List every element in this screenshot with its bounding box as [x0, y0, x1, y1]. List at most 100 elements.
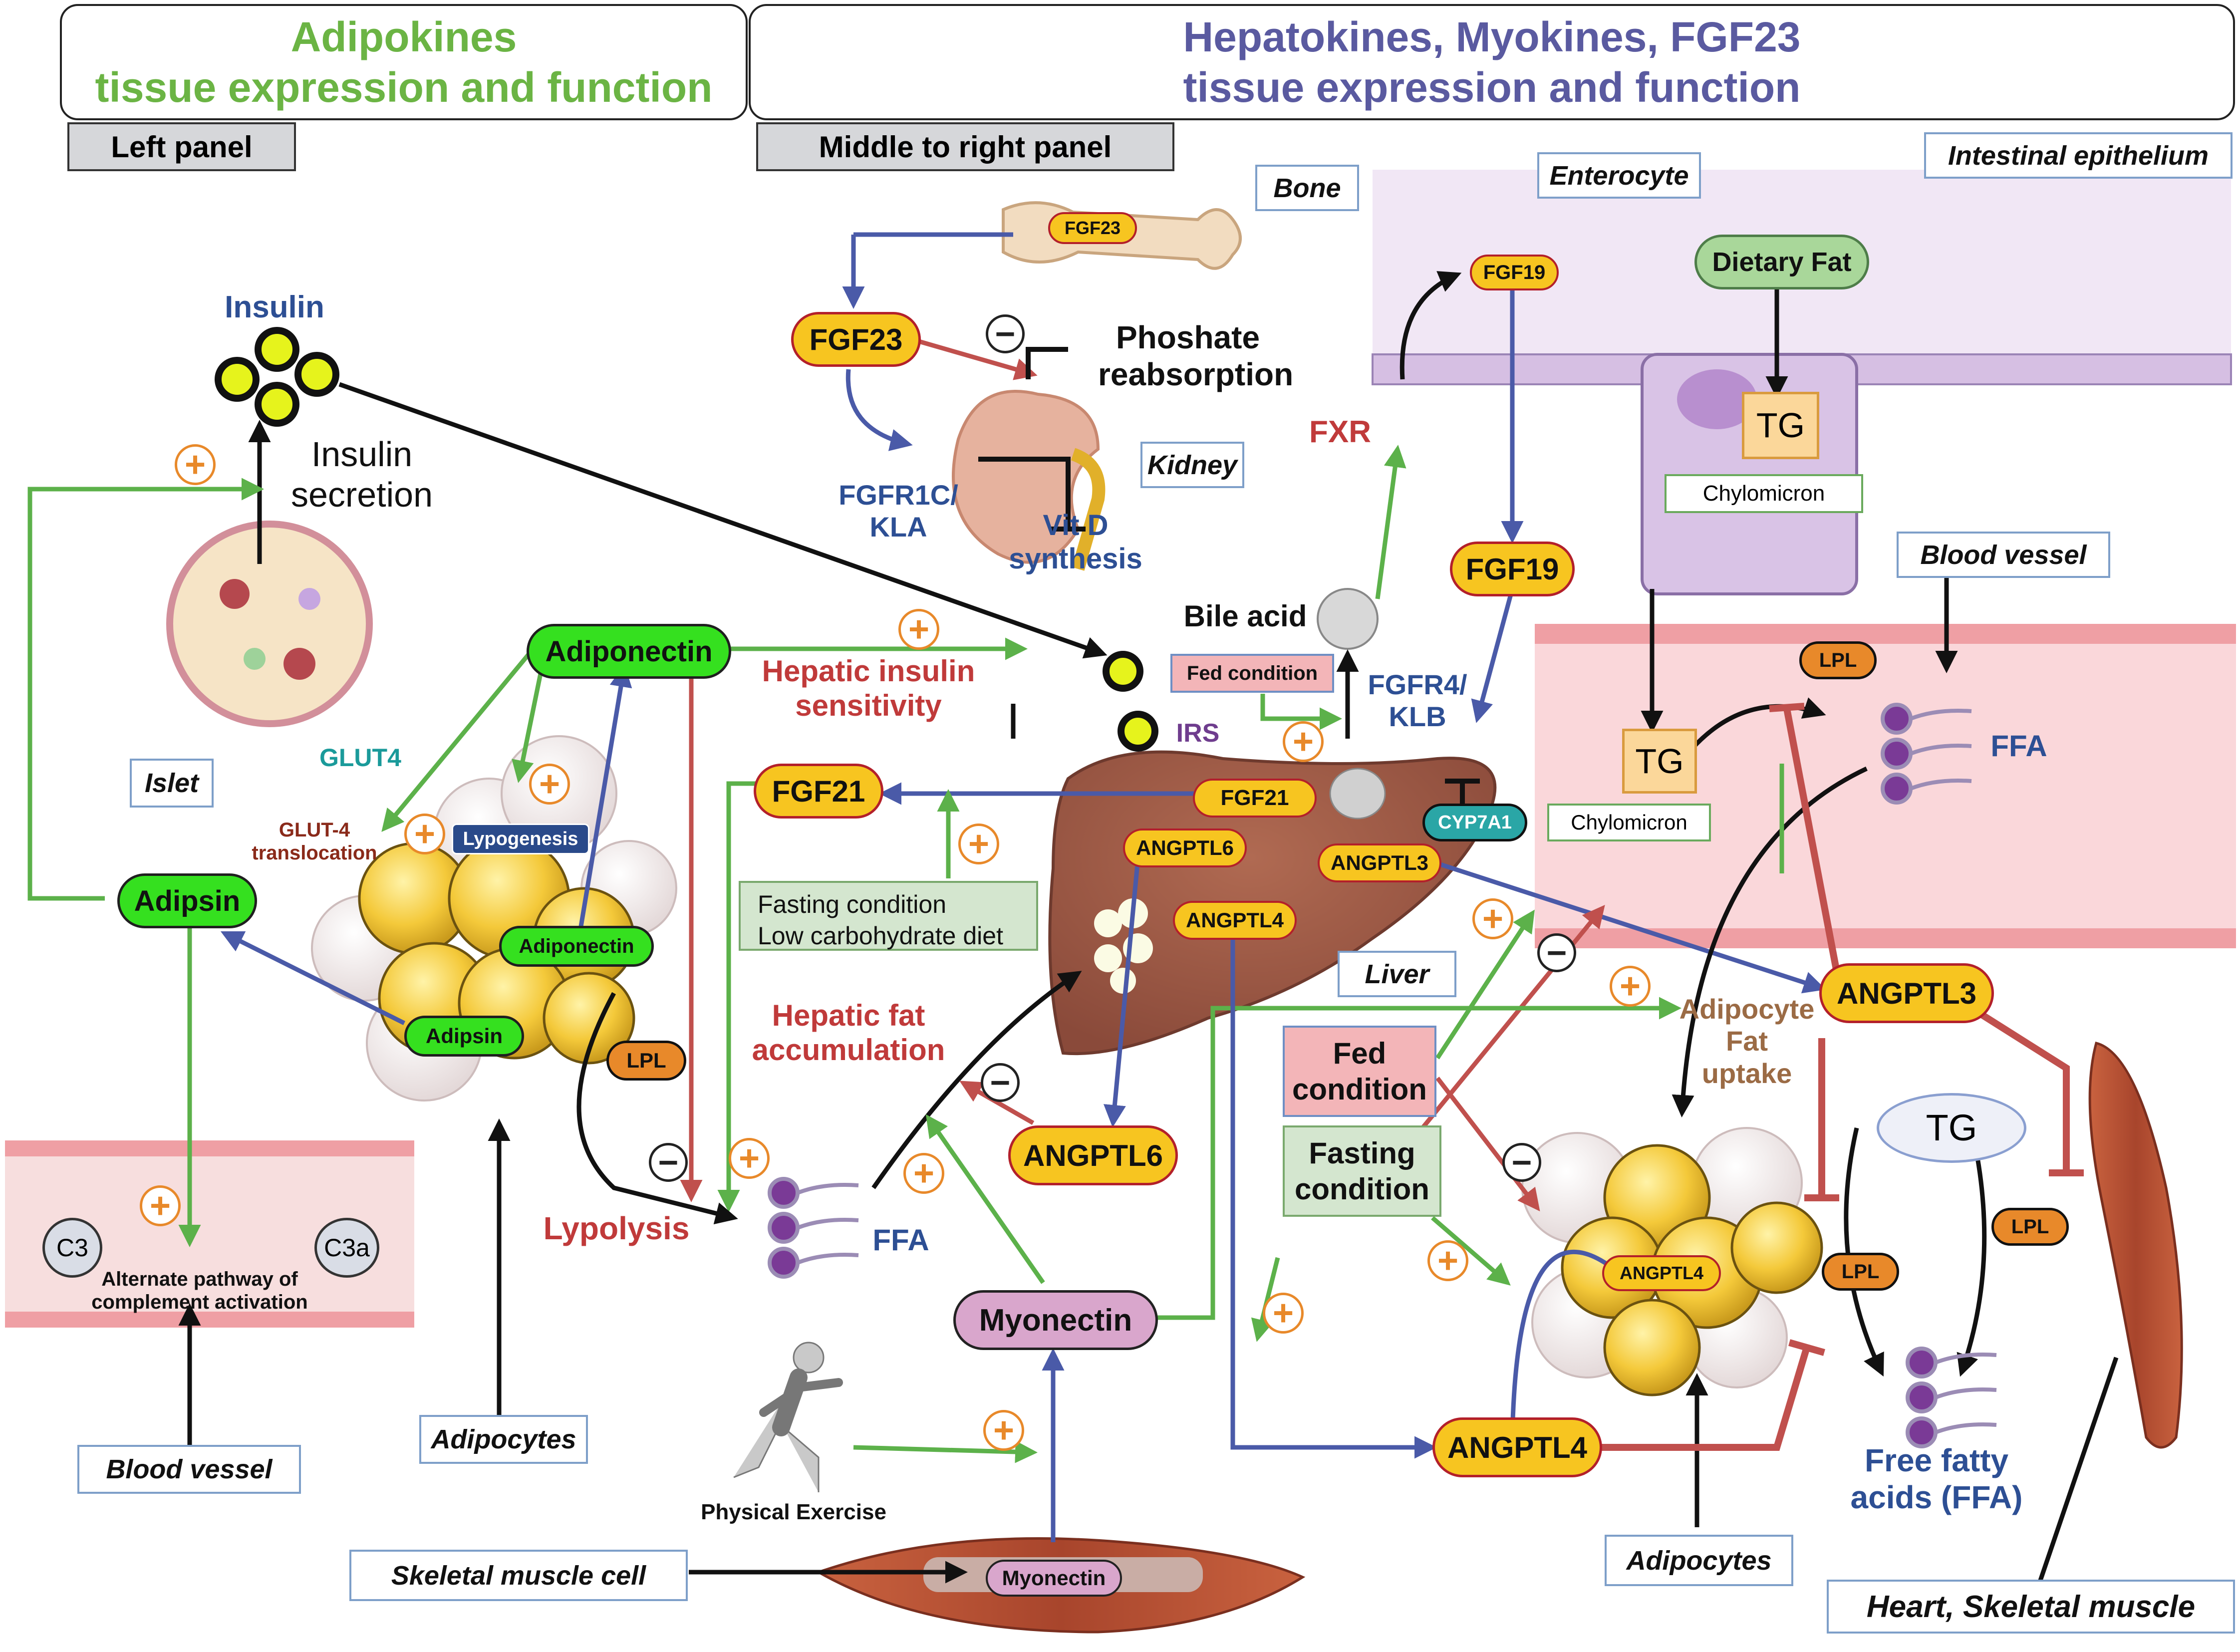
blood-vessel-left-bottom	[5, 1312, 414, 1328]
chylomicron-vessel-box: Chylomicron	[1547, 804, 1711, 841]
plus-sign: +	[1472, 898, 1513, 939]
intestinal-epithelium-label: Intestinal epithelium	[1924, 132, 2233, 179]
minus-sign: −	[1537, 933, 1576, 972]
plus-sign: +	[1263, 1293, 1304, 1334]
islet-shape	[166, 521, 373, 727]
hepatic-insulin-label: Hepatic insulin sensitivity	[739, 654, 998, 723]
c3-node: C3	[42, 1218, 102, 1278]
lypogenesis-badge: Lypogenesis	[452, 824, 589, 854]
insulin-secretion-label: Insulin secretion	[280, 434, 444, 515]
glut4-label: GLUT4	[319, 744, 401, 772]
adiponectin-small-pill: Adiponectin	[499, 926, 654, 967]
fgf21-pill: FGF21	[754, 764, 883, 819]
fed-condition-small-box: Fed condition	[1170, 654, 1334, 693]
adipsin-pill: Adipsin	[117, 873, 257, 928]
plus-sign: +	[404, 814, 445, 854]
bile-acid-cluster	[1317, 588, 1379, 650]
free-fatty-acids-line2: acids (FFA)	[1850, 1479, 2023, 1515]
adipocyte-cluster-right	[1521, 1127, 1823, 1396]
angptl3-liver-pill: ANGPTL3	[1318, 843, 1441, 882]
fasting-condition-line1: Fasting	[1309, 1136, 1415, 1170]
chylomicron-entero-box: Chylomicron	[1665, 474, 1863, 513]
adipsin-small-pill: Adipsin	[404, 1016, 524, 1057]
hepatic-fat-line1: Hepatic fat	[772, 999, 925, 1032]
fgf19-pill: FGF19	[1450, 542, 1575, 596]
minus-sign: −	[649, 1143, 688, 1182]
adipocytes-right-label: Adipocytes	[1605, 1535, 1793, 1586]
plus-sign: +	[898, 609, 939, 650]
plus-sign: +	[175, 444, 216, 485]
right-header-line1: Hepatokines, Myokines, FGF23	[1183, 13, 1801, 60]
lpl-left-pill: LPL	[606, 1041, 686, 1081]
insulin-at-liver-1	[1103, 651, 1143, 692]
adipocyte-uptake-label: Adipocyte Fat uptake	[1672, 993, 1822, 1090]
minus-sign: −	[986, 314, 1025, 353]
ffa-mid-label: FFA	[872, 1223, 929, 1257]
adiponectin-pill: Adiponectin	[527, 624, 731, 679]
insulin-granule-4	[294, 352, 339, 397]
angptl6-liver-pill: ANGPTL6	[1123, 828, 1247, 867]
hepatic-fat-line2: accumulation	[752, 1033, 945, 1067]
adipocyte-uptake-line2: Fat	[1726, 1025, 1768, 1057]
fasting-low-carb-box: Fasting condition Low carbohydrate diet	[739, 881, 1038, 951]
insulin-secretion-line2: secretion	[290, 475, 433, 514]
fgf23-bone-pill: FGF23	[1048, 212, 1137, 244]
hepatic-insulin-line1: Hepatic insulin	[762, 654, 975, 688]
lpl-right2-pill: LPL	[1991, 1208, 2069, 1246]
plus-sign: +	[529, 764, 570, 805]
fgfr1c-line2: KLA	[869, 511, 927, 543]
angptl4-pill: ANGPTL4	[1432, 1417, 1602, 1477]
glut4-translocation-label: GLUT-4 translocation	[245, 819, 384, 864]
right-header-line2: tissue expression and function	[1183, 63, 1801, 111]
minus-sign: −	[981, 1063, 1020, 1102]
plus-sign: +	[983, 1410, 1024, 1451]
plus-sign: +	[903, 1153, 944, 1194]
glut4-translocation-line2: translocation	[252, 842, 377, 864]
angptl3-pill: ANGPTL3	[1819, 963, 1994, 1023]
phosphate-line1: Phoshate	[1116, 319, 1260, 355]
blood-vessel-right-top	[1535, 624, 2236, 644]
heart-skeletal-muscle-label: Heart, Skeletal muscle	[1827, 1580, 2235, 1634]
bile-acid-label: Bile acid	[1183, 599, 1307, 633]
fgfr4-line1: FGFR4/	[1368, 669, 1467, 700]
blood-vessel-left-label: Blood vessel	[77, 1445, 301, 1494]
fed-condition-line1: Fed	[1333, 1036, 1387, 1070]
heart-muscle-shape	[2088, 1041, 2183, 1449]
bone-label: Bone	[1255, 165, 1359, 211]
cyp7a1-pill: CYP7A1	[1422, 804, 1527, 841]
enterocyte-label: Enterocyte	[1537, 152, 1701, 199]
plus-sign: +	[1283, 721, 1324, 762]
myonectin-small-pill: Myonectin	[986, 1560, 1122, 1597]
hepatic-insulin-line2: sensitivity	[795, 689, 942, 722]
skeletal-muscle-cell-label: Skeletal muscle cell	[349, 1550, 688, 1601]
dietary-fat-pill: Dietary Fat	[1694, 235, 1869, 289]
fed-condition-box: Fed condition	[1283, 1026, 1436, 1117]
phosphate-line2: reabsorption	[1098, 356, 1294, 392]
enterocyte-nucleus	[1677, 369, 1757, 429]
angptl6-pill: ANGPTL6	[1008, 1125, 1178, 1185]
vitd-line2: synthesis	[1009, 542, 1142, 575]
insulin-granule-3	[255, 382, 299, 427]
fasting-condition-box: Fasting condition	[1283, 1125, 1441, 1217]
angptl4-liver-pill: ANGPTL4	[1173, 901, 1297, 940]
fasting-low-carb-line1: Fasting condition	[758, 890, 947, 918]
glut4-translocation-line1: GLUT-4	[279, 819, 350, 841]
free-fatty-acids-label: Free fatty acids (FFA)	[1817, 1442, 2056, 1516]
insulin-label: Insulin	[225, 290, 324, 324]
kidney-label: Kidney	[1140, 442, 1244, 488]
c3a-node: C3a	[314, 1218, 379, 1278]
tg-vessel-box: TG	[1622, 729, 1697, 794]
fgfr1c-line1: FGFR1C/	[839, 479, 958, 511]
hepatic-fat-label: Hepatic fat accumulation	[749, 998, 948, 1067]
fgf21-liver-pill: FGF21	[1193, 779, 1317, 818]
fgfr4-line2: KLB	[1389, 701, 1446, 733]
tg-entero-box: TG	[1742, 392, 1819, 459]
angptl4-small-pill: ANGPTL4	[1602, 1255, 1721, 1291]
right-panel-tab: Middle to right panel	[756, 122, 1174, 171]
insulin-secretion-line1: Insulin	[311, 435, 413, 474]
insulin-granule-2	[255, 327, 299, 372]
fgf23-pill: FGF23	[791, 312, 921, 367]
lpl-right1-pill: LPL	[1822, 1253, 1899, 1291]
